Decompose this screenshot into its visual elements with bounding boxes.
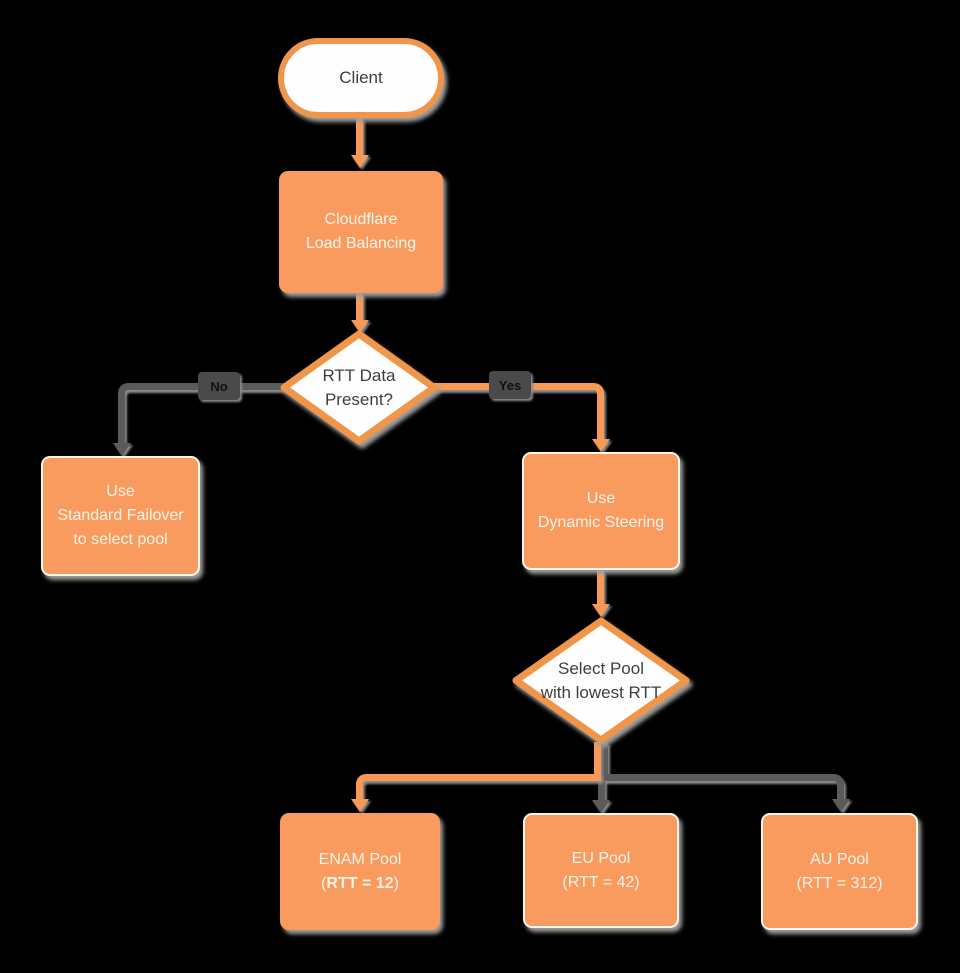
diamond-shape-icon bbox=[280, 330, 438, 445]
edge-label-no-text: No bbox=[210, 378, 228, 394]
arrow-down-icon bbox=[351, 799, 369, 812]
rtt-decision-line2: Present? bbox=[324, 389, 394, 409]
connector-selectpool-pair-orange bbox=[594, 742, 601, 779]
au-pool-line1: AU Pool bbox=[810, 850, 869, 868]
diamond-shape-icon bbox=[512, 617, 690, 744]
enam-pool-paren-close: ) bbox=[393, 874, 399, 892]
enam-pool-paren-open: ( bbox=[321, 874, 327, 892]
enam-pool-line2: (RTT = 12) bbox=[321, 872, 399, 896]
edge-label-yes-text: Yes bbox=[498, 377, 522, 393]
arrow-down-icon bbox=[592, 439, 610, 452]
connector-selectpool-to-eu bbox=[598, 779, 605, 801]
standard-failover-line2: Standard Failover bbox=[57, 507, 184, 524]
connector-lb-to-rtt bbox=[356, 293, 363, 321]
connector-client-to-lb bbox=[356, 118, 363, 156]
standard-failover-line1: Use bbox=[106, 483, 135, 500]
connector-dynamic-to-selectpool bbox=[597, 570, 604, 606]
load-balancing-line1: Cloudflare bbox=[324, 211, 398, 228]
dynamic-steering-line1: Use bbox=[586, 490, 616, 507]
load-balancing-line2: Load Balancing bbox=[305, 235, 417, 252]
client-label: Client bbox=[339, 68, 383, 87]
eu-pool-line1: EU Pool bbox=[571, 849, 631, 867]
rtt-decision-diamond: RTT Data Present? bbox=[280, 330, 438, 445]
enam-pool-rtt-value: RTT = 12 bbox=[326, 874, 394, 892]
arrow-down-icon bbox=[592, 604, 610, 617]
connector-selectpool-pair-gray bbox=[601, 742, 608, 779]
enam-pool-node: ENAM Pool (RTT = 12) bbox=[280, 813, 440, 930]
connector-selectpool-to-enam bbox=[356, 774, 601, 801]
edge-label-yes: Yes bbox=[489, 371, 531, 399]
enam-pool-line1: ENAM Pool bbox=[318, 850, 402, 868]
eu-pool-line2: (RTT = 42) bbox=[562, 873, 640, 891]
select-pool-text: Select Pool with lowest RTT bbox=[512, 617, 690, 744]
arrow-down-icon bbox=[113, 443, 131, 456]
au-pool-line2: (RTT = 312) bbox=[796, 874, 883, 892]
connector-selectpool-to-au bbox=[601, 774, 844, 801]
dynamic-steering-line2: Dynamic Steering bbox=[537, 514, 665, 531]
standard-failover-line3: to select pool bbox=[73, 531, 168, 548]
select-pool-diamond: Select Pool with lowest RTT bbox=[512, 617, 690, 744]
dynamic-steering-node: Use Dynamic Steering bbox=[522, 452, 680, 570]
rtt-decision-text: RTT Data Present? bbox=[280, 330, 438, 445]
standard-failover-node: Use Standard Failover to select pool bbox=[41, 456, 200, 576]
arrow-down-icon bbox=[832, 799, 850, 812]
client-node: Client bbox=[278, 38, 444, 118]
arrow-down-icon bbox=[592, 800, 610, 813]
select-pool-line1: Select Pool bbox=[558, 658, 644, 678]
arrow-down-icon bbox=[351, 320, 369, 333]
arrow-down-icon bbox=[351, 155, 369, 168]
au-pool-node: AU Pool (RTT = 312) bbox=[761, 813, 918, 930]
eu-pool-node: EU Pool (RTT = 42) bbox=[523, 813, 679, 928]
rtt-decision-line1: RTT Data bbox=[322, 365, 396, 385]
select-pool-line2: with lowest RTT bbox=[540, 682, 662, 702]
edge-label-no: No bbox=[198, 372, 240, 400]
load-balancing-node: Cloudflare Load Balancing bbox=[279, 171, 443, 293]
